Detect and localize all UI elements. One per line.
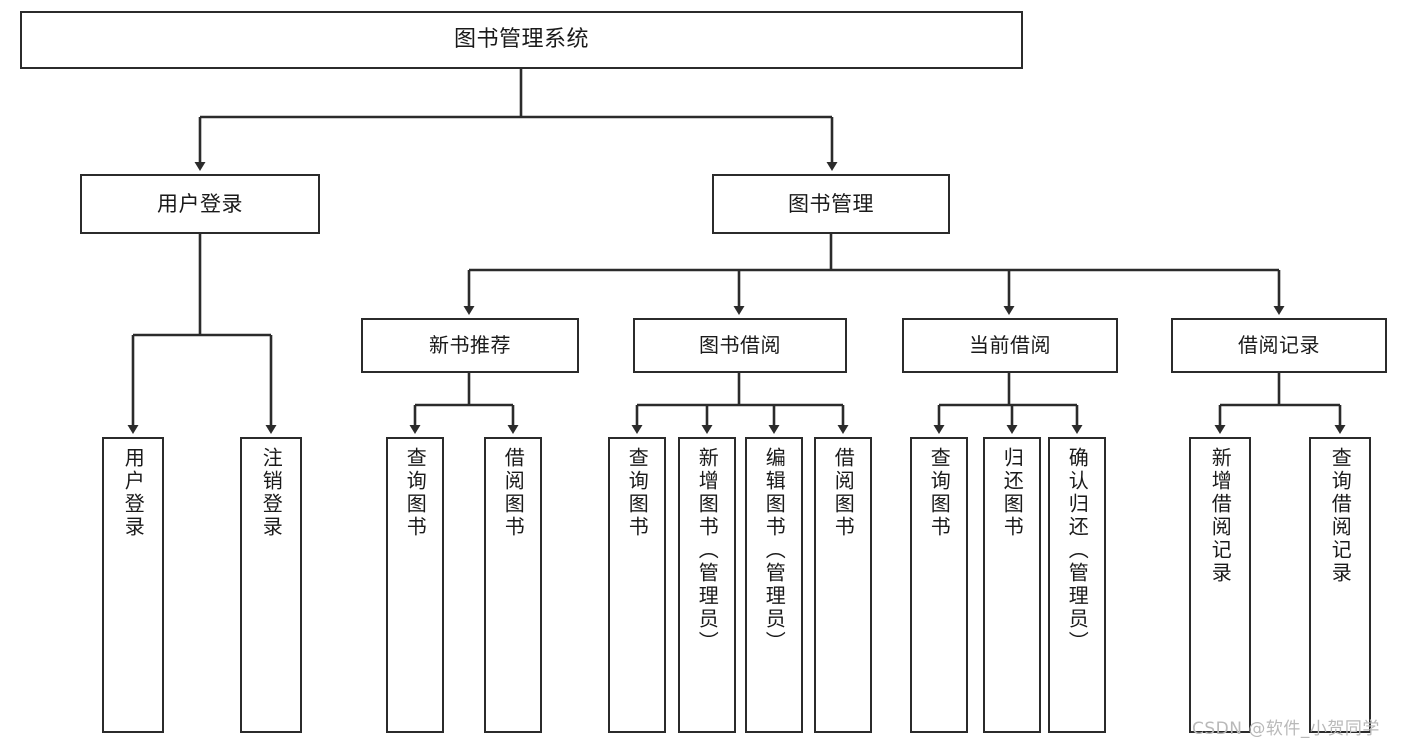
leaf-node-query-book-1[interactable]: 查询图书	[386, 437, 444, 733]
node-label: 图书借阅	[699, 333, 781, 357]
node-label: 查询图书	[927, 447, 952, 539]
leaf-node-query-book-2[interactable]: 查询图书	[608, 437, 666, 733]
node-label: 用户登录	[157, 191, 243, 216]
leaf-node-add-book-admin[interactable]: 新增图书（管理员）	[678, 437, 736, 733]
leaf-node-return-book[interactable]: 归还图书	[983, 437, 1041, 733]
node-label: 图书管理系统	[453, 27, 589, 53]
node-label: 编辑图书（管理员）	[762, 447, 787, 654]
node-label: 借阅图书	[501, 447, 526, 539]
node-label: 新增借阅记录	[1208, 447, 1233, 585]
node-label: 确认归还（管理员）	[1065, 447, 1090, 654]
leaf-node-user-login[interactable]: 用户登录	[102, 437, 164, 733]
leaf-node-edit-book-admin[interactable]: 编辑图书（管理员）	[745, 437, 803, 733]
node-label: 新增图书（管理员）	[695, 447, 720, 654]
node-label: 归还图书	[1000, 447, 1025, 539]
node-label: 借阅记录	[1238, 333, 1320, 357]
leaf-node-query-book-3[interactable]: 查询图书	[910, 437, 968, 733]
node-book-borrow[interactable]: 图书借阅	[633, 318, 847, 373]
node-user-login[interactable]: 用户登录	[80, 174, 320, 234]
node-current-borrow[interactable]: 当前借阅	[902, 318, 1118, 373]
node-new-book-recommend[interactable]: 新书推荐	[361, 318, 579, 373]
leaf-node-logout[interactable]: 注销登录	[240, 437, 302, 733]
leaf-node-borrow-book-1[interactable]: 借阅图书	[484, 437, 542, 733]
node-label: 注销登录	[259, 447, 284, 539]
leaf-node-query-borrow-record[interactable]: 查询借阅记录	[1309, 437, 1371, 733]
node-label: 新书推荐	[429, 333, 511, 357]
leaf-node-confirm-return-admin[interactable]: 确认归还（管理员）	[1048, 437, 1106, 733]
node-label: 图书管理	[788, 191, 874, 216]
node-label: 查询借阅记录	[1328, 447, 1353, 585]
node-label: 借阅图书	[831, 447, 856, 539]
node-root-system[interactable]: 图书管理系统	[20, 11, 1023, 69]
leaf-node-add-borrow-record[interactable]: 新增借阅记录	[1189, 437, 1251, 733]
node-label: 用户登录	[121, 447, 146, 539]
node-borrow-record[interactable]: 借阅记录	[1171, 318, 1387, 373]
node-book-manage[interactable]: 图书管理	[712, 174, 950, 234]
leaf-node-borrow-book-2[interactable]: 借阅图书	[814, 437, 872, 733]
node-label: 查询图书	[403, 447, 428, 539]
node-label: 当前借阅	[969, 333, 1051, 357]
node-label: 查询图书	[625, 447, 650, 539]
csdn-watermark: CSDN @软件_小贺同学	[1192, 719, 1380, 739]
